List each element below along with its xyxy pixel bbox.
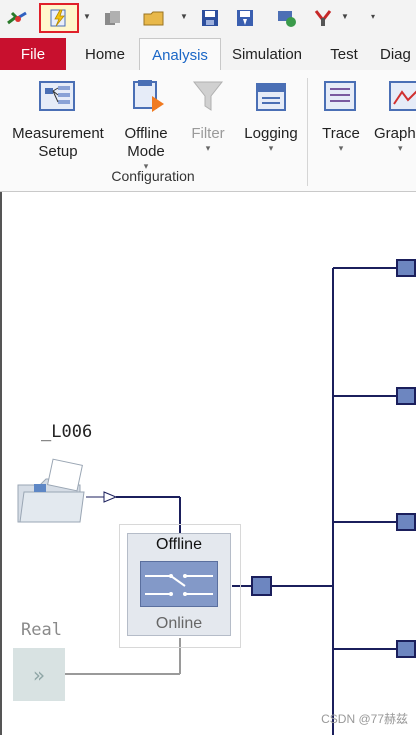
chevron-down-icon: ▾	[205, 143, 211, 153]
chevron-down-icon[interactable]: ▼	[180, 12, 188, 21]
network-icon[interactable]	[275, 6, 299, 30]
log-file-source-icon[interactable]	[17, 458, 85, 523]
watermark: CSDN @77赫兹	[321, 712, 408, 726]
offline-mode-button[interactable]: Offline Mode ▾	[114, 78, 178, 171]
quick-access-toolbar: ▼ ▼ ▼ ▾	[0, 0, 416, 38]
tools-dropdown-icon[interactable]	[312, 6, 336, 30]
trace-button[interactable]: Trace ▾	[318, 78, 364, 153]
ribbon-panel: Measurement Setup Offline Mode ▾ Filter …	[0, 70, 416, 192]
save-as-icon[interactable]	[233, 6, 257, 30]
graphics-icon	[389, 81, 416, 111]
branch-node[interactable]	[396, 640, 416, 658]
ribbon-tabs: File Home Analysis Simulation Test Diag	[0, 38, 416, 71]
measurement-setup-icon	[39, 81, 75, 111]
measurement-setup-canvas	[0, 192, 416, 735]
source-file-label: _L006	[41, 422, 93, 442]
arrow-icon	[103, 491, 118, 503]
filter-label: Filter	[191, 125, 225, 142]
chevron-down-icon[interactable]: ▼	[83, 12, 91, 21]
save-icon[interactable]	[198, 6, 222, 30]
branch-node[interactable]	[396, 513, 416, 531]
trace-label: Trace	[322, 125, 360, 142]
switch-icon[interactable]	[140, 561, 218, 607]
graphics-button[interactable]: Graph ▾	[374, 78, 416, 153]
tab-analysis[interactable]: Analysis	[139, 38, 221, 70]
lightning-config-icon[interactable]	[39, 3, 79, 33]
double-chevron-icon: »	[32, 662, 46, 687]
logging-button[interactable]: Logging ▾	[240, 78, 302, 153]
measurement-setup-button[interactable]: Measurement Setup	[10, 78, 106, 161]
tab-home[interactable]: Home	[84, 46, 125, 63]
real-source-label: Real	[21, 620, 62, 640]
logging-label: Logging	[244, 125, 298, 142]
filter-button[interactable]: Filter ▾	[186, 78, 230, 153]
offline-mode-label-2: Mode	[127, 143, 165, 160]
logging-icon	[256, 83, 286, 111]
chevron-down-icon: ▾	[268, 143, 274, 153]
open-folder-icon[interactable]	[142, 6, 166, 30]
real-source-block[interactable]: »	[13, 648, 65, 701]
measurement-setup-label-1: Measurement	[12, 125, 104, 142]
copy-icon[interactable]	[101, 6, 125, 30]
branch-node[interactable]	[396, 259, 416, 277]
tab-diagnostics[interactable]: Diag	[380, 46, 411, 63]
online-label: Online	[155, 615, 203, 632]
configuration-group-label: Configuration	[111, 168, 195, 184]
tab-file[interactable]: File	[0, 38, 66, 70]
chevron-down-icon: ▾	[143, 161, 149, 171]
tab-test[interactable]: Test	[330, 46, 358, 63]
chevron-down-icon: ▾	[338, 143, 344, 153]
offline-online-switch-frame	[119, 524, 241, 648]
tools-icon[interactable]	[5, 6, 29, 30]
tab-simulation[interactable]: Simulation	[231, 46, 303, 63]
signal-flow-diagram	[17, 259, 416, 735]
offline-mode-label-1: Offline	[124, 125, 168, 142]
offline-label: Offline	[156, 536, 202, 553]
measurement-setup-label-2: Setup	[38, 143, 78, 160]
chevron-down-icon[interactable]: ▼	[341, 12, 349, 21]
trace-icon	[324, 81, 356, 111]
switch-output-node[interactable]	[251, 576, 272, 596]
ribbon-separator	[307, 78, 308, 186]
customize-icon[interactable]: ▾	[371, 12, 376, 21]
graphics-label: Graph	[374, 125, 416, 142]
offline-mode-icon	[133, 80, 164, 112]
chevron-down-icon: ▾	[398, 143, 403, 153]
filter-icon	[192, 81, 224, 111]
branch-node[interactable]	[396, 387, 416, 405]
